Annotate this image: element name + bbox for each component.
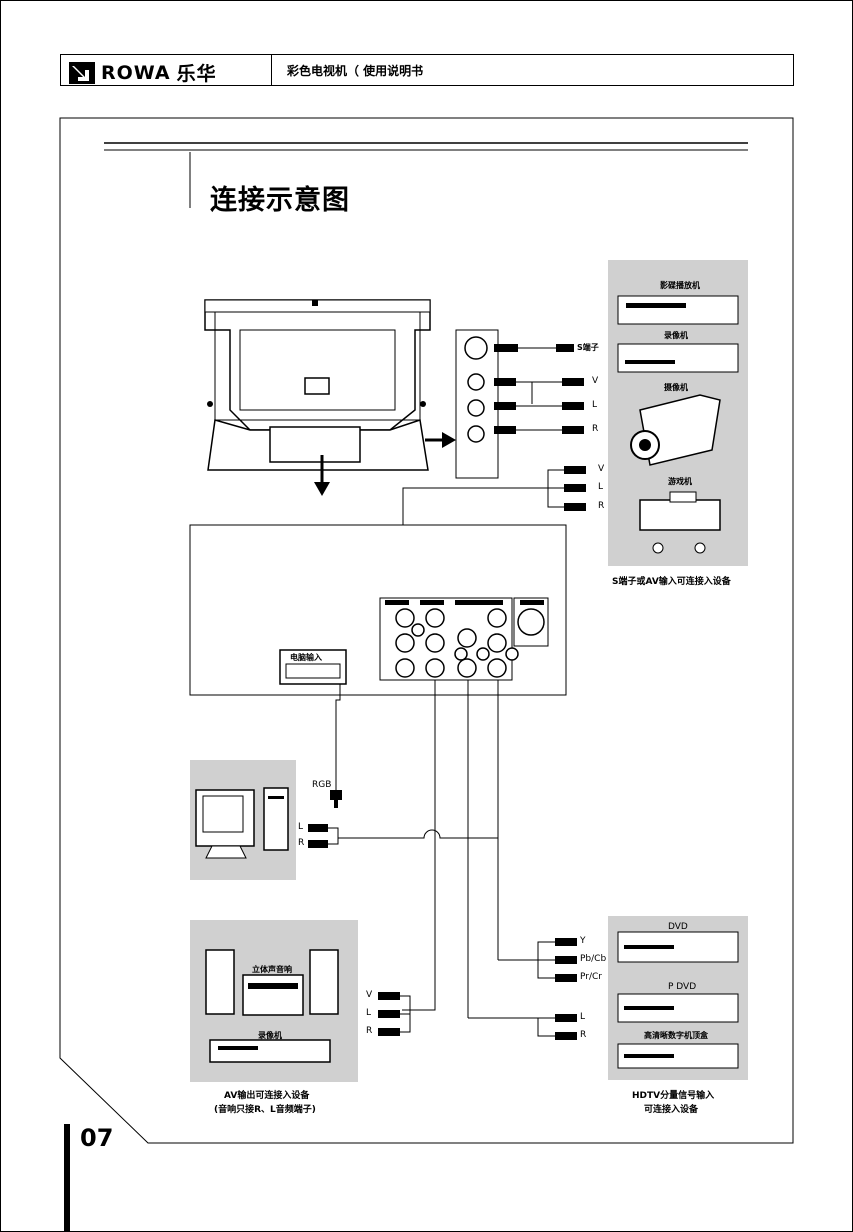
av2-l-label: L bbox=[598, 482, 604, 492]
header-divider bbox=[271, 55, 272, 85]
device-label-stereo: 立体声音响 bbox=[252, 965, 292, 974]
vga-input-label: 电脑输入 bbox=[290, 653, 322, 662]
device-label-vcr: 录像机 bbox=[664, 331, 688, 340]
pc-r-label: R bbox=[298, 838, 305, 848]
hdtv-pb-label: Pb/Cb bbox=[580, 954, 607, 964]
rgb-label: RGB bbox=[312, 780, 332, 790]
hdtv-l-label: L bbox=[580, 1012, 586, 1022]
av-in-v-label: V bbox=[592, 376, 599, 386]
device-label-camcorder: 摄像机 bbox=[664, 383, 688, 392]
device-label-settop: 高清晰数字机顶盒 bbox=[644, 1031, 708, 1040]
av-out-r-label: R bbox=[366, 1026, 373, 1036]
page-number: 07 bbox=[80, 1124, 114, 1152]
hdtv-caption-line1: HDTV分量信号输入 bbox=[632, 1091, 715, 1101]
device-label-recorder: 录像机 bbox=[258, 1031, 282, 1040]
pc-l-label: L bbox=[298, 822, 304, 832]
av-source-caption: S端子或AV输入可连接入设备 bbox=[612, 577, 731, 587]
device-label-player: 影碟播放机 bbox=[660, 281, 700, 290]
device-label-pdvd: P DVD bbox=[668, 982, 697, 992]
hdtv-caption-line2: 可连接入设备 bbox=[644, 1105, 699, 1115]
av-in-r-label: R bbox=[592, 424, 599, 434]
av-output-caption-line1: AV输出可连接入设备 bbox=[224, 1091, 310, 1101]
av2-v-label: V bbox=[598, 464, 605, 474]
brand-logo: ROWA 乐华 bbox=[69, 59, 217, 86]
hdtv-y-label: Y bbox=[580, 936, 586, 946]
brand-name-latin: ROWA bbox=[101, 61, 171, 84]
s-terminal-label: S端子 bbox=[577, 343, 599, 352]
page-title: 连接示意图 bbox=[210, 185, 350, 216]
device-label-game: 游戏机 bbox=[668, 477, 692, 486]
av2-r-label: R bbox=[598, 501, 605, 511]
hdtv-pr-label: Pr/Cr bbox=[580, 972, 602, 982]
av-out-l-label: L bbox=[366, 1008, 372, 1018]
header-title: 彩色电视机（ 使用说明书 bbox=[287, 64, 424, 78]
tv-back-illustration bbox=[204, 299, 456, 496]
hdtv-r-label: R bbox=[580, 1030, 587, 1040]
av-in-l-label: L bbox=[592, 400, 598, 410]
device-label-dvd: DVD bbox=[668, 922, 688, 932]
brand-logo-mark bbox=[69, 61, 95, 84]
page-header: ROWA 乐华 彩色电视机（ 使用说明书 bbox=[60, 54, 794, 86]
av-out-v-label: V bbox=[366, 990, 373, 1000]
av-output-caption-line2: (音响只接R、L音频端子) bbox=[214, 1105, 316, 1115]
brand-name-cn: 乐华 bbox=[176, 63, 217, 85]
page-number-bar bbox=[64, 1124, 70, 1232]
